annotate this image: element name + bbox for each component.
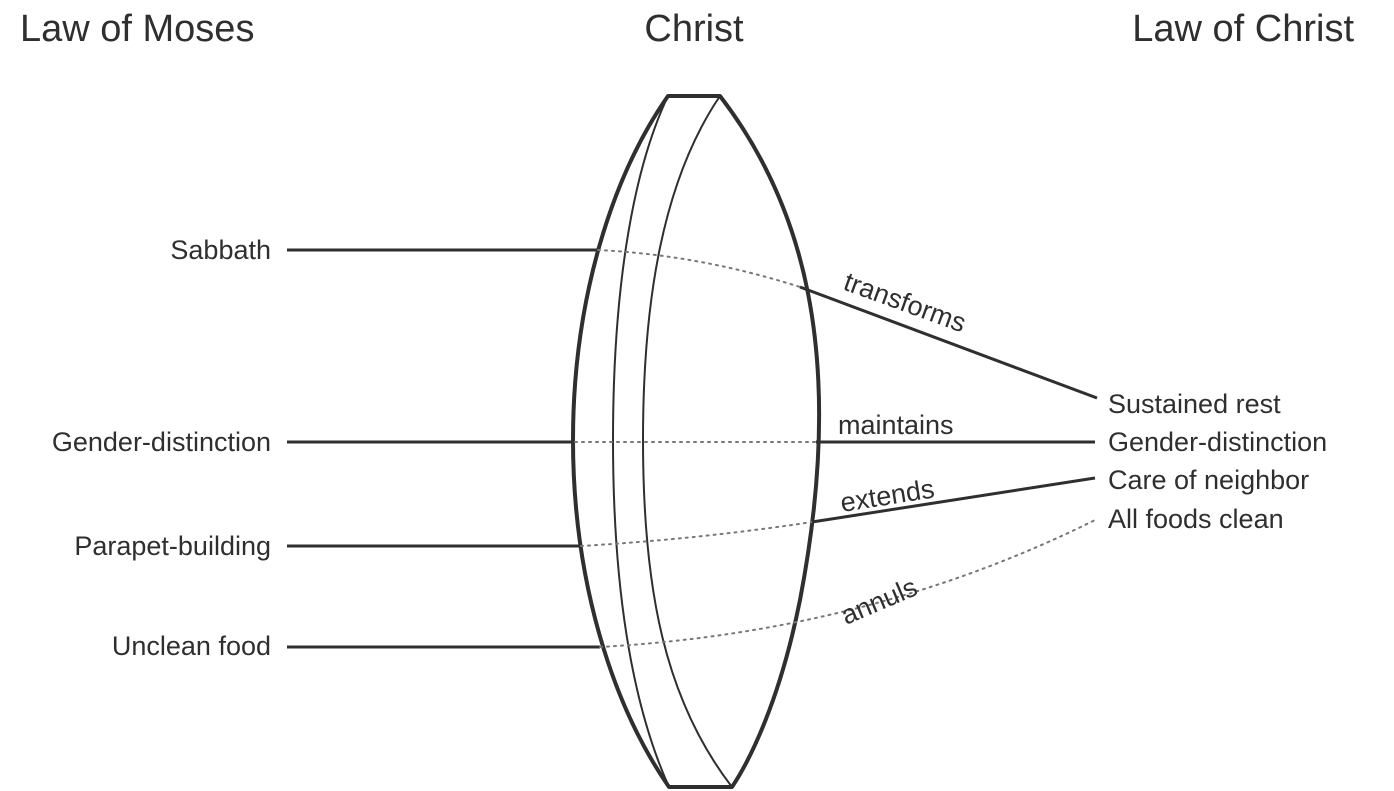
left-item-gender-distinction: Gender-distinction bbox=[52, 427, 271, 457]
left-item-parapet-building: Parapet-building bbox=[74, 531, 271, 561]
left-item-sabbath: Sabbath bbox=[170, 235, 271, 265]
relation-maintains: maintains bbox=[838, 410, 954, 440]
right-item-all-foods-clean: All foods clean bbox=[1108, 504, 1284, 534]
heading-law-of-christ: Law of Christ bbox=[1132, 8, 1354, 50]
heading-christ: Christ bbox=[644, 8, 744, 50]
relation-annuls: annuls bbox=[837, 572, 922, 631]
right-item-care-of-neighbor: Care of neighbor bbox=[1108, 465, 1309, 495]
heading-law-of-moses: Law of Moses bbox=[20, 8, 254, 50]
right-item-gender-distinction: Gender-distinction bbox=[1108, 427, 1327, 457]
left-item-unclean-food: Unclean food bbox=[112, 631, 271, 661]
right-item-sustained-rest: Sustained rest bbox=[1108, 389, 1281, 419]
